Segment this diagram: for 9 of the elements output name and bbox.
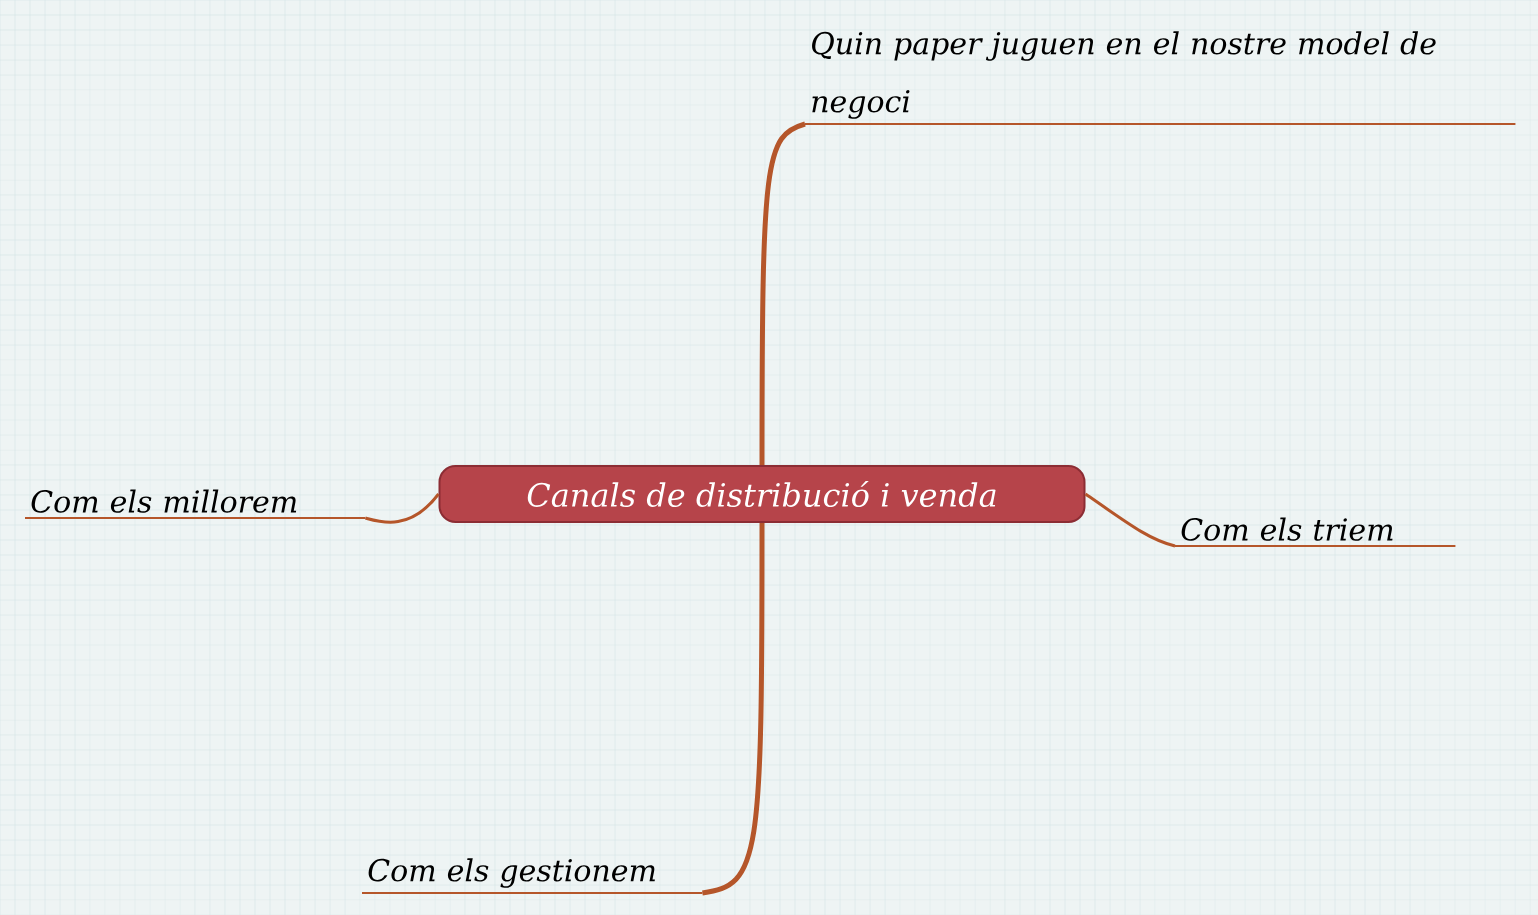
branch-connector (365, 493, 440, 524)
branch-connector (1084, 492, 1176, 548)
branch-topic: Com els triem (1174, 517, 1457, 547)
branch-connector (759, 121, 806, 465)
branch-topic: Com els gestionem (361, 858, 704, 894)
branch-topic: Com els millorem (24, 489, 367, 519)
branch-connector (701, 523, 765, 896)
central-topic-box: Canals de distribució i venda (438, 465, 1086, 523)
branch-topic: Quin paper juguen en el nostre model de negoci (804, 31, 1517, 125)
